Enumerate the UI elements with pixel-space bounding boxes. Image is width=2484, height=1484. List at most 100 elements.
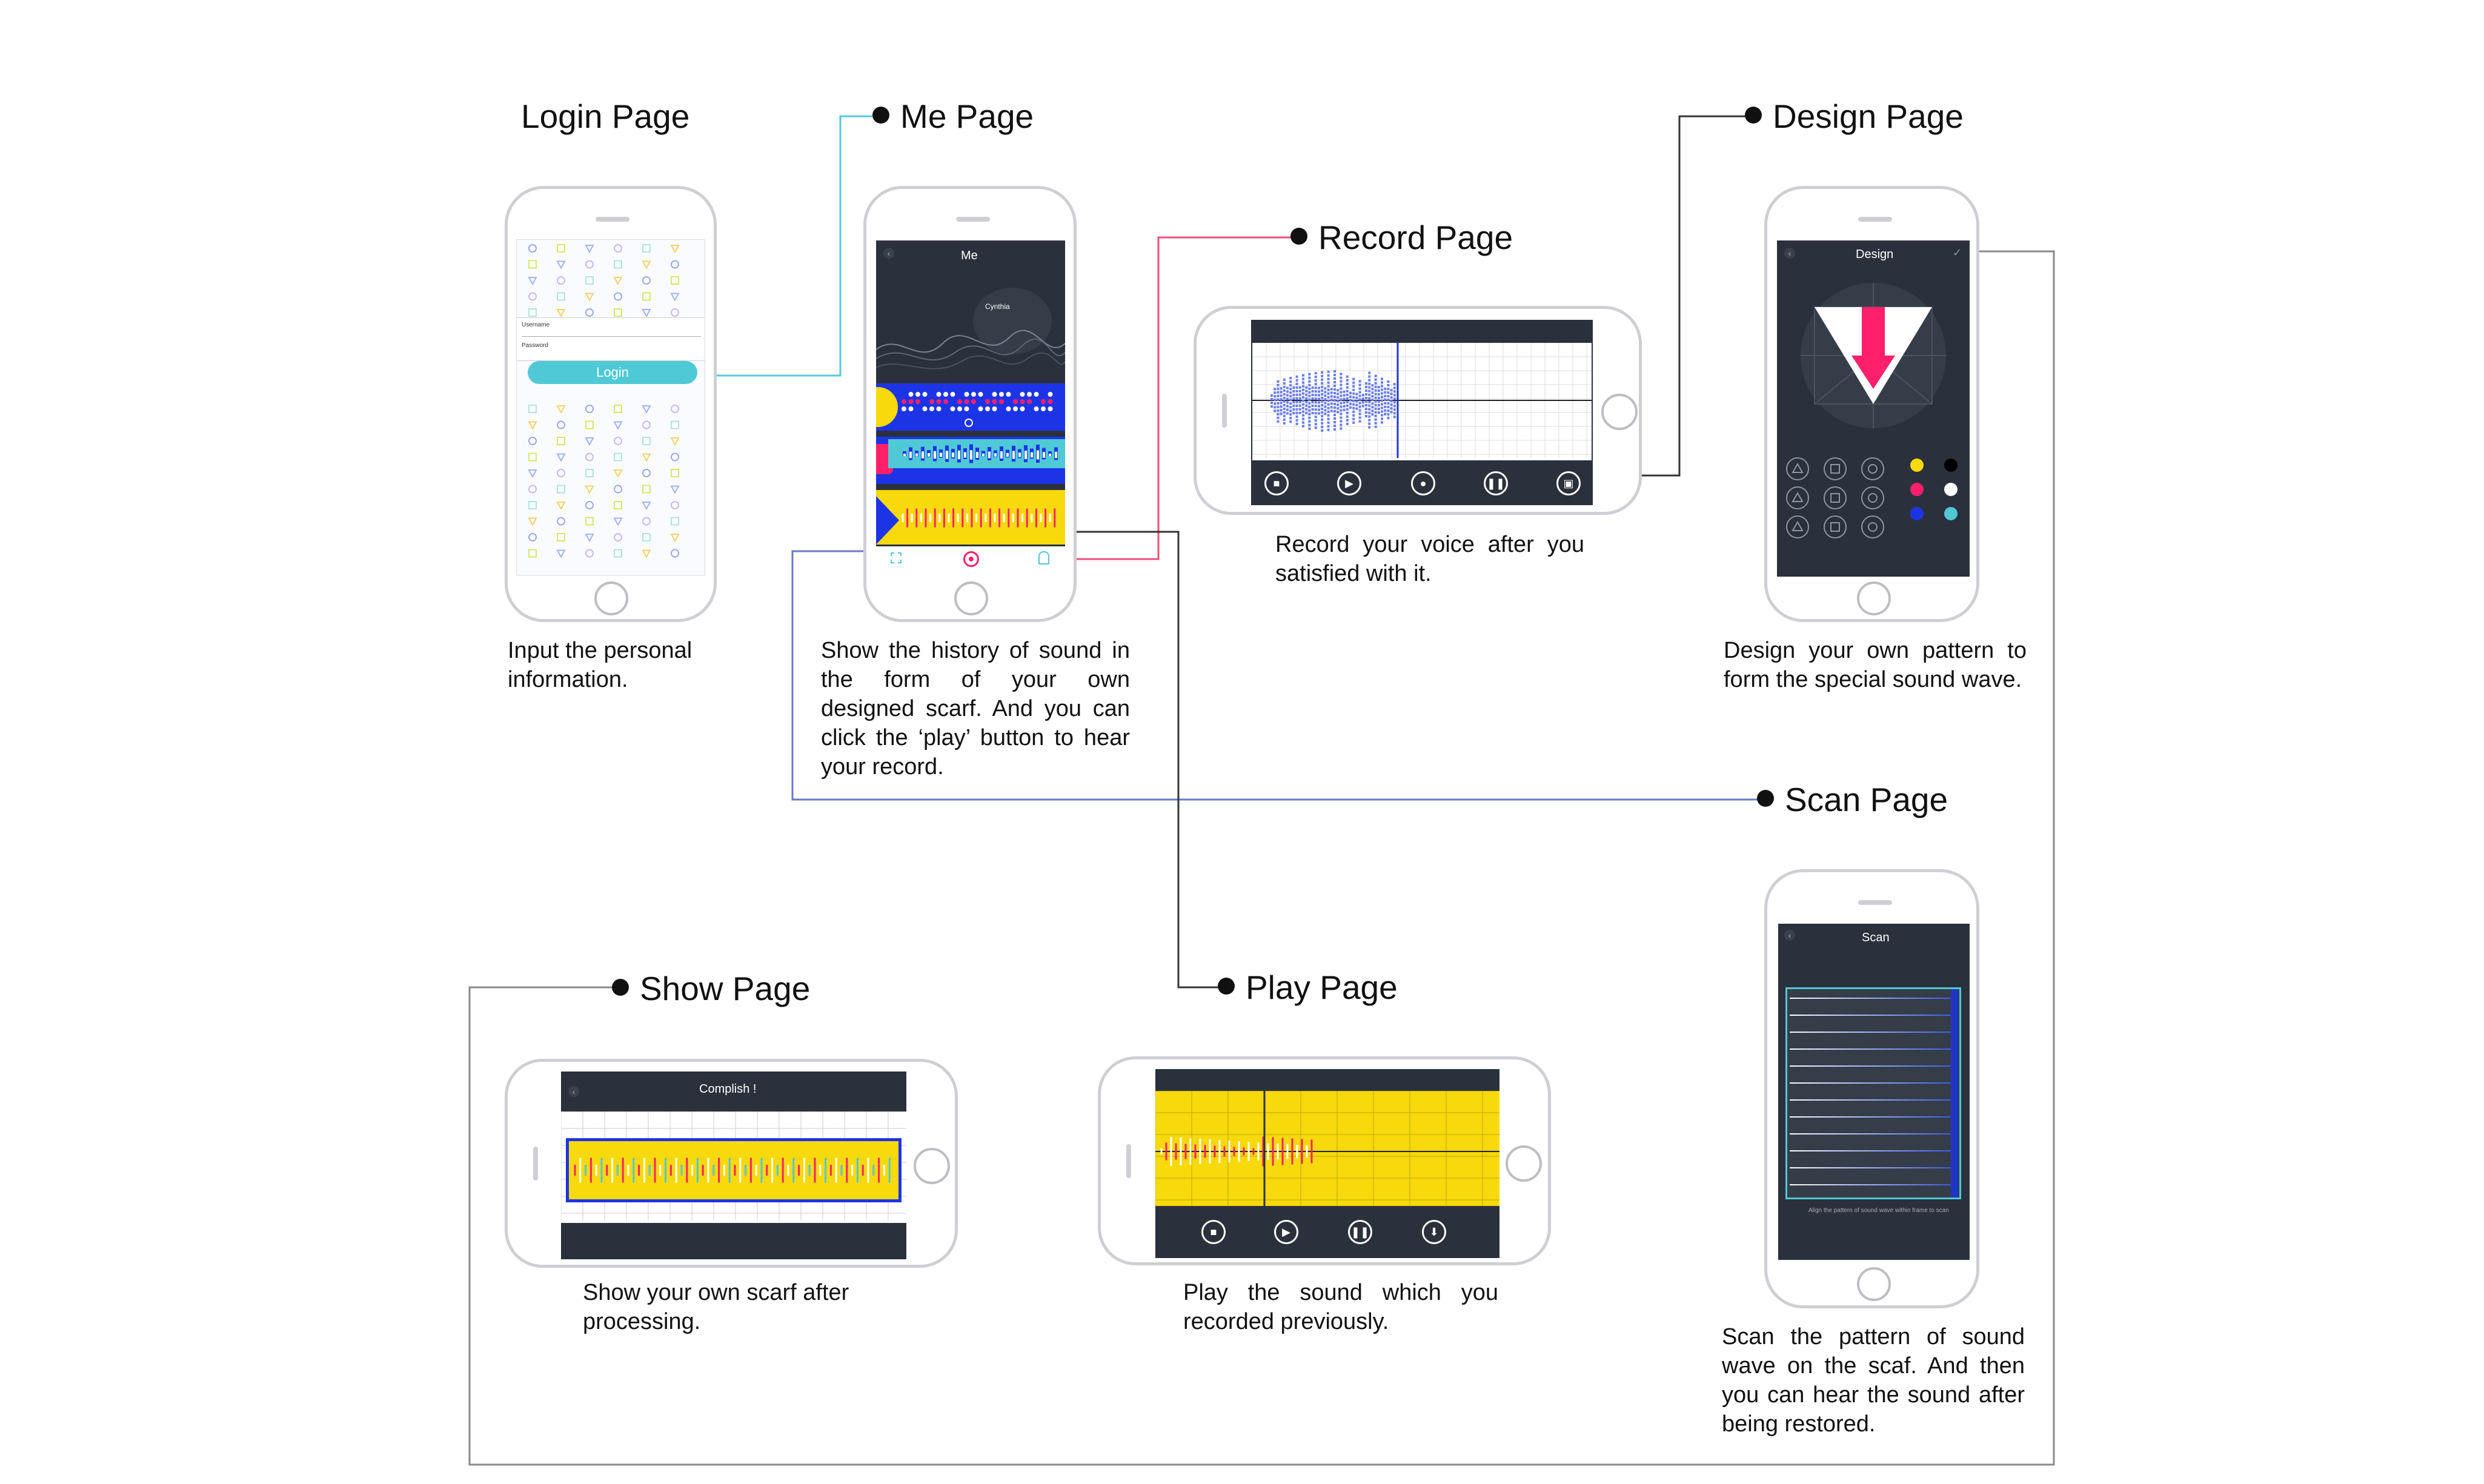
pattern-mark (1314, 401, 1317, 404)
home-button[interactable] (594, 581, 628, 615)
play-icon[interactable]: ▶ (1274, 1220, 1298, 1244)
stop-icon[interactable]: ■ (1264, 471, 1289, 495)
play-icon[interactable] (965, 419, 973, 427)
pattern-mark (1295, 419, 1298, 422)
pattern-mark (1305, 389, 1308, 393)
design-page-title: Design Page (1745, 97, 1964, 136)
swatch-black[interactable] (1944, 459, 1958, 472)
pattern-mark (1302, 421, 1304, 424)
download-icon[interactable]: ⬇ (1422, 1220, 1446, 1244)
swatch-pink[interactable] (1910, 483, 1924, 496)
swatch-yellow[interactable] (1910, 459, 1924, 472)
swatch-blue[interactable] (1910, 507, 1924, 520)
history-scarf-3[interactable] (876, 490, 1065, 545)
pattern-mark (1343, 390, 1346, 393)
pattern-mark (1289, 417, 1292, 420)
pattern-mark (1283, 418, 1286, 421)
pattern-mark (1381, 417, 1383, 420)
pattern-mark (1365, 408, 1367, 410)
check-icon[interactable]: ✓ (1953, 247, 1962, 259)
record-description: Record your voice after you satisfied wi… (1275, 532, 1584, 586)
pattern-mark (1302, 377, 1304, 380)
pattern-mark (1037, 450, 1039, 460)
scan-screen: ‹ Scan Align the pattern of sound wave w… (1778, 924, 1970, 1260)
home-button[interactable] (1857, 1267, 1891, 1301)
pattern-mark (1308, 405, 1311, 408)
pattern-mark (1311, 408, 1314, 411)
scan-tab-icon[interactable] (891, 552, 902, 563)
pattern-mark (1318, 390, 1320, 393)
me-tab-icon[interactable] (1038, 551, 1049, 565)
home-button[interactable] (1857, 581, 1891, 615)
pattern-mark (1374, 374, 1377, 377)
play-icon[interactable]: ▶ (1337, 471, 1361, 495)
swatch-white[interactable] (1944, 483, 1958, 496)
bullet-icon (872, 107, 889, 124)
record-icon[interactable]: ● (1411, 471, 1435, 495)
pattern-mark (1302, 410, 1304, 413)
pattern-mark (585, 245, 594, 254)
pattern-mark (1270, 405, 1273, 408)
pattern-mark (1333, 392, 1336, 394)
back-icon[interactable]: ‹ (883, 248, 894, 259)
pattern-mark (1031, 452, 1033, 458)
shape-palette[interactable] (1785, 455, 1895, 546)
pattern-mark (999, 399, 1004, 404)
pattern-mark (1374, 396, 1377, 399)
pattern-mark (1330, 395, 1333, 398)
swatch-cyan[interactable] (1944, 507, 1958, 520)
pattern-mark (1387, 391, 1390, 394)
pattern-mark (1393, 394, 1396, 397)
pattern-mark (1393, 412, 1396, 415)
pause-icon[interactable]: ❚❚ (1484, 471, 1508, 495)
color-palette[interactable] (1910, 459, 1965, 543)
pattern-mark (671, 420, 679, 429)
password-field[interactable] (522, 352, 701, 357)
record-screen: ■ ▶ ● ❚❚ ▣ (1251, 320, 1593, 505)
pattern-mark (1321, 389, 1324, 392)
pattern-mark (902, 399, 906, 404)
back-icon[interactable]: ‹ (1784, 248, 1795, 259)
history-scarf-2[interactable] (876, 437, 1065, 484)
pattern-mark (1006, 406, 1011, 411)
pattern-mark (556, 260, 566, 270)
home-button[interactable] (1506, 1145, 1542, 1182)
username-field[interactable] (522, 331, 701, 337)
save-icon[interactable]: ▣ (1556, 471, 1581, 495)
pattern-mark (1024, 451, 1027, 459)
show-scarf[interactable] (566, 1138, 902, 1202)
pattern-mark (1355, 403, 1358, 406)
pattern-mark (1274, 406, 1277, 409)
home-button[interactable] (914, 1148, 950, 1184)
pattern-mark (1393, 408, 1396, 411)
pattern-mark (614, 549, 622, 558)
home-button[interactable] (1601, 394, 1638, 430)
login-button[interactable]: Login (528, 361, 697, 384)
bullet-icon (1745, 107, 1762, 124)
pattern-mark (528, 549, 537, 558)
pattern-mark (950, 392, 955, 397)
pattern-mark (642, 485, 651, 494)
pattern-mark (1868, 522, 1878, 532)
record-tab-icon[interactable] (963, 551, 979, 567)
pattern-mark (614, 308, 622, 317)
pause-icon[interactable]: ❚❚ (1348, 1220, 1372, 1244)
pattern-mark (1321, 393, 1324, 396)
pattern-mark (1352, 414, 1355, 417)
back-icon[interactable]: ‹ (1784, 930, 1795, 941)
pattern-mark (642, 437, 651, 445)
design-screen: ‹ Design ✓ (1777, 240, 1970, 577)
pattern-mark (1861, 486, 1884, 509)
home-button[interactable] (954, 581, 988, 615)
pattern-mark (585, 517, 594, 526)
pattern-mark (1824, 515, 1847, 538)
pattern-mark (1368, 411, 1371, 414)
pattern-mark (1324, 412, 1327, 416)
pattern-mark (1374, 422, 1377, 425)
history-scarf-1[interactable] (876, 383, 1065, 431)
pattern-mark (1327, 425, 1330, 428)
pattern-mark (1034, 392, 1039, 397)
stop-icon[interactable]: ■ (1201, 1220, 1226, 1244)
back-icon[interactable]: ‹ (568, 1086, 579, 1097)
pattern-mark (1346, 393, 1349, 396)
